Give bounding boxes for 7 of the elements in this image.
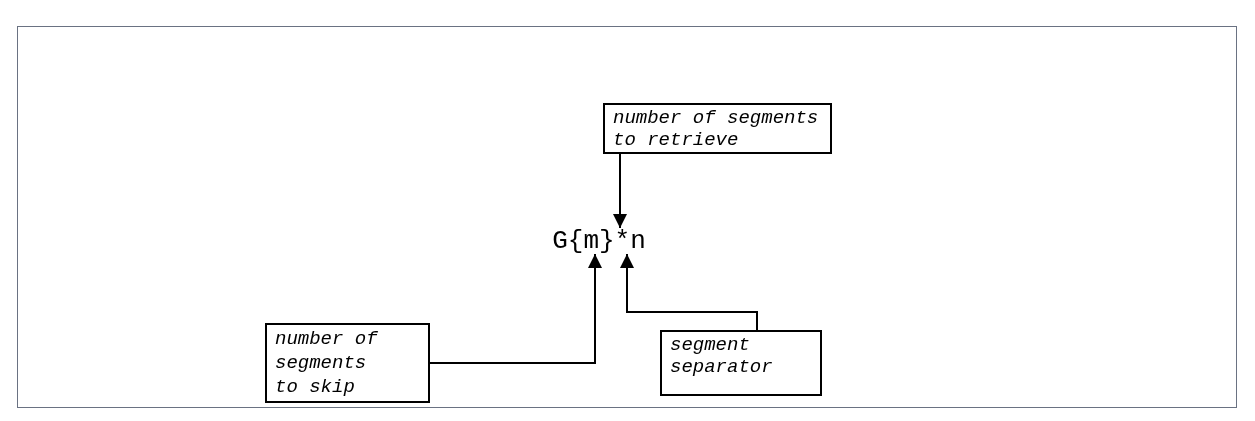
label-box: segment separator: [660, 330, 822, 396]
arrow: [613, 153, 627, 229]
label-box: number of segments to retrieve: [603, 103, 832, 154]
expression-text: G{m}*n: [548, 228, 650, 254]
label-box: number of segments to skip: [265, 323, 430, 403]
arrow: [620, 253, 758, 331]
arrow: [429, 253, 602, 364]
